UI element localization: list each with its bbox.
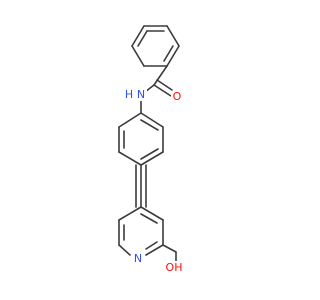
bond-layer [118,25,180,263]
hydroxyl-label: OH [166,261,183,274]
ring-b-bond-6 [118,112,142,128]
atom-label-layer: N H O N OH [124,88,184,274]
h-amide-bg [124,89,134,101]
carbonyl-double-bond-1 [153,84,172,97]
amide-nitrogen-label: N [137,88,145,101]
o-carbonyl-bg [171,91,183,103]
n-pyridine-bg [132,252,144,265]
pyridine-bond-3 [145,244,164,256]
ring-a-bond-6 [131,25,145,47]
pyridine-inner-double-1 [140,213,158,224]
ring-a-bond-3 [166,45,180,67]
carbonyl-double-bond-2 [156,79,173,91]
oh-hydroxyl-bg [162,261,184,274]
n-amide-bg [135,89,147,101]
ring-a-inner-double-3 [137,30,148,47]
pyridine-bond-4 [118,244,131,256]
carbonyl-oxygen-label: O [173,90,182,103]
amide-hydrogen-label: H [125,88,133,101]
ring-b-inner-double-2 [140,148,159,160]
pyridine-bond-6 [118,206,142,221]
pyridine-nitrogen-label: N [134,252,142,265]
ring-a-inner-double-2 [163,45,174,62]
molecule-canvas: N H O N OH [118,25,184,274]
ring-a-bond-2 [166,25,180,47]
ring-b-inner-double-1 [140,119,159,131]
chemical-structure-diagram: N H O N OH [118,25,184,274]
pyridine-bond-1 [140,206,164,221]
ring-b-bond-3 [140,151,164,166]
ring-b-bond-1 [140,112,164,128]
pyridine-inner-double-2 [145,241,158,250]
ring-b-bond-4 [118,151,142,166]
ring-a-bond-5 [131,45,145,67]
carbonyl-to-nitrogen-bond [153,65,168,86]
ring-to-ch2-bond [162,244,177,253]
